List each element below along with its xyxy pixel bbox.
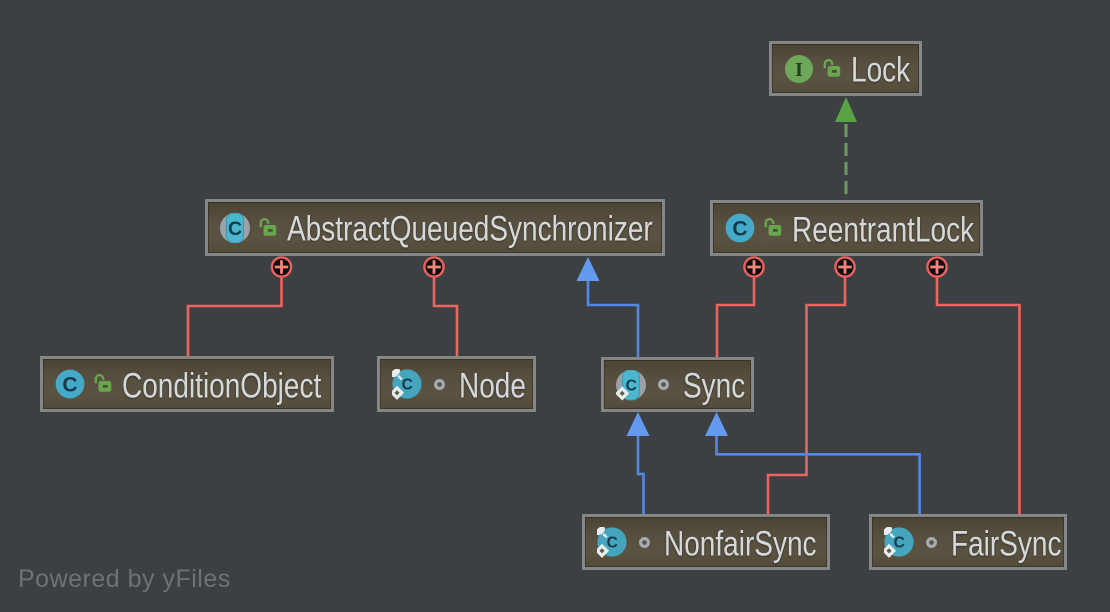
svg-text:C: C xyxy=(732,217,747,240)
svg-text:C: C xyxy=(626,377,637,394)
svg-text:C: C xyxy=(894,535,905,552)
svg-text:I: I xyxy=(795,58,803,80)
svg-text:C: C xyxy=(228,217,242,239)
svg-text:C: C xyxy=(402,377,413,394)
svg-text:C: C xyxy=(62,373,77,396)
svg-text:C: C xyxy=(607,535,618,552)
